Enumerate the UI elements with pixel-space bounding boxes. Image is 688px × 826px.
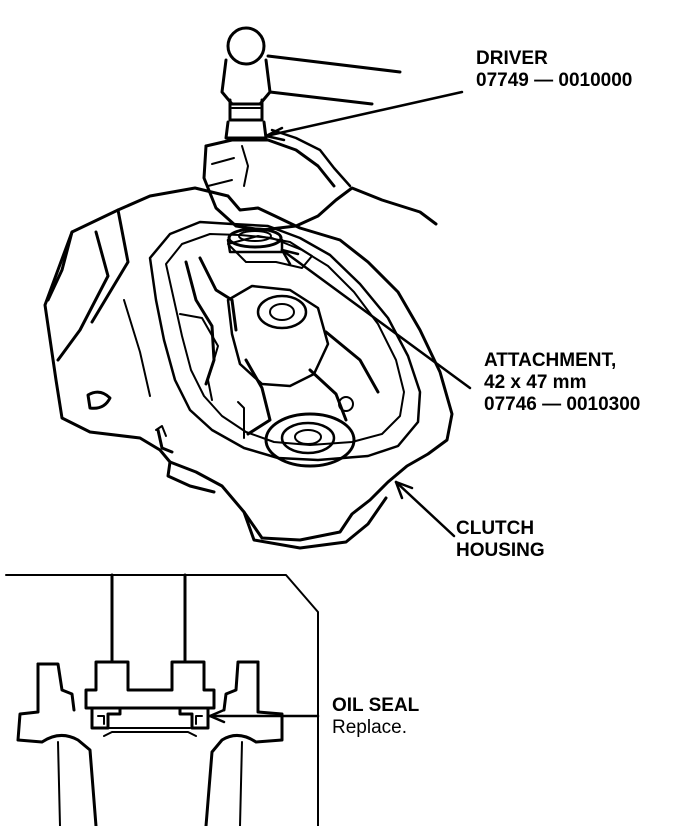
attachment-size: 42 x 47 mm <box>484 372 587 393</box>
hand-icon <box>202 128 438 232</box>
clutch-housing-callout: CLUTCH HOUSING <box>456 518 545 562</box>
oil-seal-section-icon <box>5 573 319 826</box>
driver-label: DRIVER <box>476 48 548 69</box>
driver-tool-icon <box>220 26 402 140</box>
oil-seal-callout: OIL SEAL Replace. <box>332 695 419 739</box>
attachment-callout: ATTACHMENT, 42 x 47 mm 07746 — 0010300 <box>484 350 640 416</box>
oil-seal-label: OIL SEAL <box>332 695 420 716</box>
driver-part-number: 07749 — 0010000 <box>476 70 633 91</box>
seal-attachment-icon <box>226 227 284 254</box>
leader-arrow-icon <box>208 90 472 724</box>
clutch-housing-icon <box>43 186 454 550</box>
attachment-label: ATTACHMENT, <box>484 350 617 371</box>
attachment-part-number: 07746 — 0010300 <box>484 394 641 415</box>
driver-callout: DRIVER 07749 — 0010000 <box>476 48 632 92</box>
clutch-housing-label-line1: CLUTCH <box>456 518 535 539</box>
clutch-housing-label-line2: HOUSING <box>456 540 545 561</box>
oil-seal-note: Replace. <box>332 717 407 738</box>
